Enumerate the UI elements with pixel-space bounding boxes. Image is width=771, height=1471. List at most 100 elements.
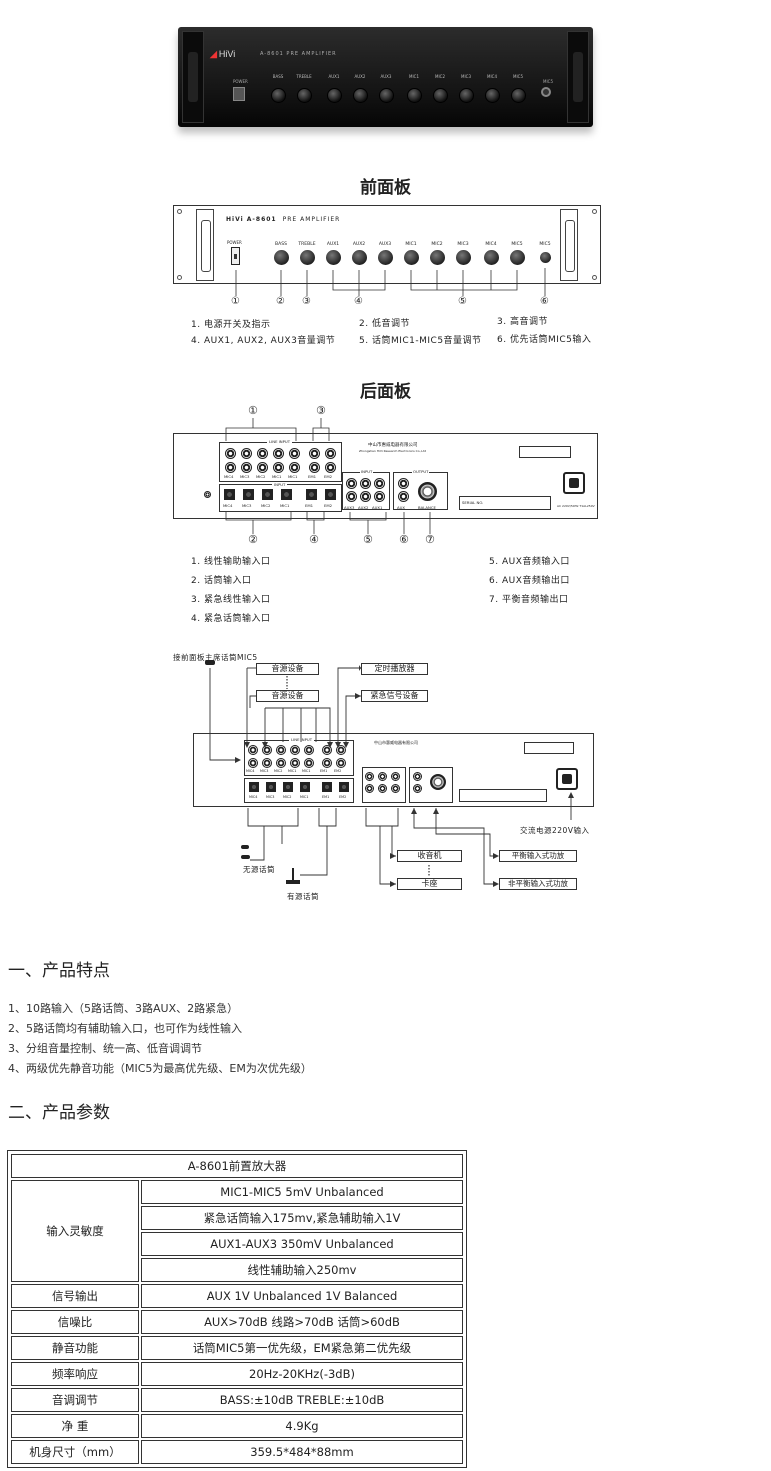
cassette-deck: 卡座: [397, 878, 462, 890]
rca-jack: [325, 448, 336, 459]
row-label: 音调调节: [11, 1388, 139, 1412]
front-knob: [510, 250, 525, 265]
sensitivity-value-3: AUX1-AUX3 350mV Unbalanced: [141, 1232, 463, 1256]
photo-knob-label: MIC5: [513, 74, 523, 79]
rca-jack: [322, 758, 332, 768]
rca-jack: [257, 448, 268, 459]
front-knob: [456, 250, 471, 265]
front-callout-number: ③: [302, 296, 312, 307]
serial-plate: [459, 496, 551, 510]
mic-jack: [266, 782, 276, 792]
jack-label: MIC1: [288, 474, 298, 479]
timer-player: 定时播放器: [361, 663, 428, 675]
front-note-6: 6. 优先话筒MIC5输入: [497, 335, 592, 345]
wiring-company: 中山市惠威电器有限公司: [374, 740, 418, 745]
row-label: 信号输出: [11, 1284, 139, 1308]
rca-jack: [248, 758, 258, 768]
row-label: 净 重: [11, 1414, 139, 1438]
jack-label: MIC4: [223, 503, 233, 508]
rear-callout-number: ⑦: [425, 533, 436, 546]
wiring-output-block: [409, 767, 453, 803]
rca-jack: [290, 745, 300, 755]
photo-mic-jack: [541, 87, 551, 97]
jack-label: MIC3: [242, 503, 252, 508]
front-knob: [484, 250, 499, 265]
row-value: 359.5*484*88mm: [141, 1440, 463, 1464]
rear-callout-number: ③: [316, 404, 327, 417]
row-value: AUX>70dB 线路>70dB 话筒>60dB: [141, 1310, 463, 1334]
aux-rca-jack: [391, 784, 400, 793]
ac-inlet: [563, 472, 585, 494]
passive-mic-label: 无源话筒: [243, 865, 275, 874]
jack-label: EM2: [339, 795, 347, 799]
front-knob-label: AUX3: [378, 242, 392, 247]
photo-knob-label: MIC4: [487, 74, 497, 79]
unbalanced-amp: 非平衡输入式功放: [499, 878, 577, 890]
row-value: AUX 1V Unbalanced 1V Balanced: [141, 1284, 463, 1308]
feature-item-1: 1、10路输入（5路话筒、3路AUX、2路紧急）: [8, 1002, 239, 1015]
photo-brand-logo: ◢HiVi: [210, 49, 236, 59]
company-name-en: Zhongshan HiVi Research Electronics Co.,…: [359, 449, 427, 453]
aux-rca-jack: [360, 478, 371, 489]
feature-item-4: 4、两级优先静音功能（MIC5为最高优先级、EM为次优先级）: [8, 1062, 312, 1075]
spec-table: A-8601前置放大器 输入灵敏度 MIC1-MIC5 5mV Unbalanc…: [7, 1150, 467, 1468]
rear-note-2: 2. 话筒输入口: [191, 576, 252, 586]
rear-note-7: 7. 平衡音频输出口: [489, 595, 569, 605]
front-note-3: 3. 高音调节: [497, 317, 548, 327]
wiring-serial-plate: [459, 789, 547, 802]
aux-rca-jack: [360, 491, 371, 502]
jack-label: EM1: [322, 795, 330, 799]
jack-label: MIC1: [302, 769, 311, 773]
wiring-ac-inlet: [556, 768, 578, 790]
photo-knob: [485, 88, 500, 103]
screw: [592, 209, 597, 214]
company-name-cn: 中山市惠威电器有限公司: [368, 443, 418, 448]
rack-ear-left: [182, 31, 204, 123]
rca-jack: [262, 758, 272, 768]
rca-jack: [241, 448, 252, 459]
photo-knob: [407, 88, 422, 103]
wiring-mic-block: [244, 778, 354, 803]
row-value: 话筒MIC5第一优先级，EM紧急第二优先级: [141, 1336, 463, 1360]
row-label: 机身尺寸（mm）: [11, 1440, 139, 1464]
rca-jack: [262, 745, 272, 755]
row-value: 4.9Kg: [141, 1414, 463, 1438]
rear-callout-number: ⑤: [363, 533, 374, 546]
jack-label: MIC3: [266, 795, 275, 799]
serial-label: SERIAL NO.: [462, 500, 484, 505]
aux-rca-jack: [378, 784, 387, 793]
front-note-1: 1. 电源开关及指示: [191, 320, 271, 330]
radio-device: 收音机: [397, 850, 462, 862]
mic-jack: [249, 782, 259, 792]
photo-knob: [297, 88, 312, 103]
mic-jack: [281, 489, 292, 500]
jack-label: EM2: [324, 503, 333, 508]
jack-label: EM1: [308, 474, 317, 479]
front-callout-number: ⑤: [458, 296, 468, 307]
aux-out-jack: [413, 772, 422, 781]
front-knob: [430, 250, 445, 265]
photo-model: A-8601 PRE AMPLIFIER: [260, 51, 337, 57]
mic-jack: [224, 489, 235, 500]
balanced-amp: 平衡输入式功放: [499, 850, 577, 862]
rear-callout-number: ⑥: [399, 533, 410, 546]
wiring-aux-block: [362, 767, 406, 803]
front-knob-label: MIC4: [485, 242, 497, 247]
photo-knob: [379, 88, 394, 103]
front-knob-label: AUX1: [326, 242, 340, 247]
sensitivity-value-4: 线性辅助输入250mv: [141, 1258, 463, 1282]
rca-jack: [325, 462, 336, 473]
screw: [592, 275, 597, 280]
front-knob: [378, 250, 393, 265]
jack-label: EM1: [320, 769, 328, 773]
front-knob-label: MIC5: [511, 242, 523, 247]
jack-label: MIC2: [283, 795, 292, 799]
aux-rca-jack: [378, 772, 387, 781]
